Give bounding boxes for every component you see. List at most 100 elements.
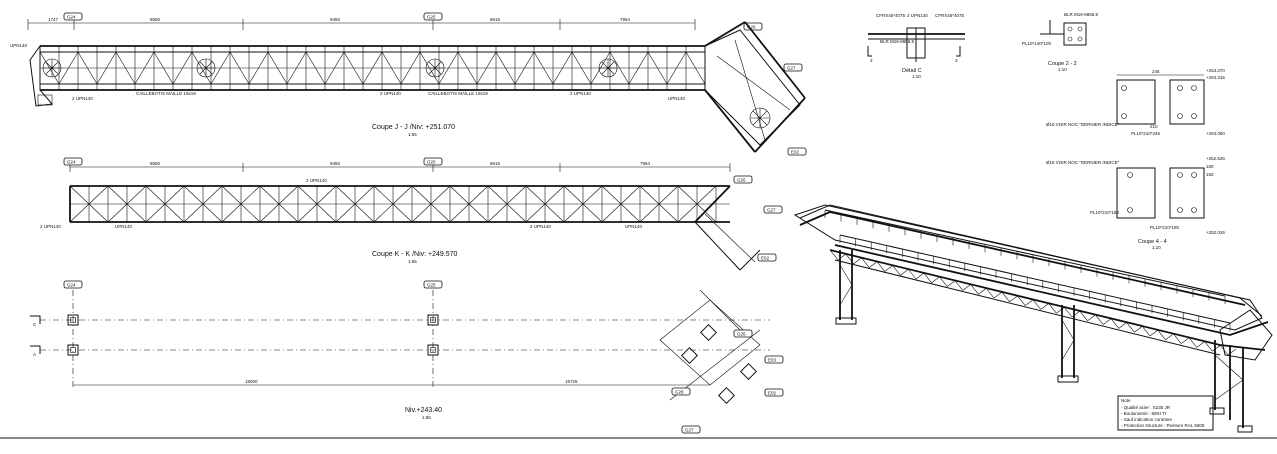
iso-column-3: [1209, 340, 1253, 433]
mid-truss-diagonal: [88, 185, 109, 205]
iso-truss-diagonal: [985, 287, 995, 299]
foundation-caption: Niv.+243.40: [405, 407, 442, 414]
grid-tag-g24-fnd: G24: [63, 280, 83, 289]
notes-line-1: - Qualité acier : S235 JR: [1121, 405, 1171, 410]
mid-truss-diagonal: [354, 185, 375, 205]
iso-truss-diagonal: [853, 257, 862, 265]
coupe33-dim-2: 210: [1150, 124, 1158, 129]
mid-member-5: UPN140: [625, 224, 643, 229]
iso-truss-diagonal: [1079, 310, 1088, 321]
top-dim-4: 6615: [490, 17, 501, 22]
grid-tag-g24-top: G24: [63, 12, 83, 21]
svg-text:G27: G27: [767, 208, 776, 213]
iso-truss-diagonal: [884, 265, 893, 272]
mid-truss-diagonal: [601, 203, 622, 223]
top-dim-5: 7964: [620, 17, 631, 22]
top-truss-diagonal: [77, 51, 98, 85]
mid-truss-diagonal: [69, 203, 90, 223]
section-letter-a: A: [33, 352, 36, 357]
foundation-scale: 1:65: [422, 415, 431, 420]
iso-truss-diagonal: [923, 272, 932, 283]
mid-member-1: 2 UPN140: [40, 224, 61, 229]
svg-text:G26: G26: [737, 178, 746, 183]
svg-text:G24: G24: [67, 15, 76, 20]
grid-tag-g26-top: G26: [743, 22, 763, 31]
fnd-dim-1: 18000: [245, 379, 258, 384]
iso-truss-diagonal: [892, 265, 901, 276]
top-member-grating-2: CAILLEBOTIS MAILLE 19x19: [428, 91, 488, 96]
grating-mark-4: [598, 58, 618, 78]
grid-tag-g25-mid: G25: [423, 157, 443, 166]
grid-tag-e03-fnd: E03: [764, 355, 784, 364]
grid-tag-g27-top: G27: [783, 63, 803, 72]
detail-c-label-2: 2 UPN140: [907, 13, 928, 18]
iso-truss-diagonal: [1141, 325, 1151, 337]
mid-truss-diagonal: [639, 185, 660, 205]
grid-tag-g25-top: G25: [423, 12, 443, 21]
top-truss-diagonal: [666, 51, 687, 85]
coupe-2-2-view: BLR M16-6886.8 PL10*140*100 Coupe 2 - 2 …: [1022, 12, 1099, 72]
coupe44-plate-1: PL10*210*180: [1090, 210, 1120, 215]
mid-member-4: 2 UPN140: [530, 224, 551, 229]
mid-plan-caption: Coupe K - K /Niv: +249.570: [372, 251, 458, 258]
mid-truss-diagonal: [354, 203, 375, 223]
grid-tag-g24-mid: G24: [63, 157, 83, 166]
mid-truss-diagonal: [126, 185, 147, 205]
mid-truss-diagonal: [183, 185, 204, 205]
iso-truss-diagonal: [1056, 306, 1065, 314]
mid-dim-4: 7964: [640, 161, 651, 166]
top-truss-diagonal: [476, 51, 497, 85]
iso-truss-diagonal: [1165, 333, 1174, 341]
mid-truss-diagonal: [677, 185, 698, 205]
iso-truss-diagonal: [1181, 337, 1190, 344]
mid-truss-diagonal: [601, 185, 622, 205]
top-truss-diagonal: [324, 51, 345, 85]
top-dim-1: 1747: [48, 17, 59, 22]
coupe22-scale: 1:10: [1058, 67, 1067, 72]
iso-truss-diagonal: [1149, 329, 1159, 337]
mid-truss-diagonal: [487, 203, 508, 223]
iso-truss-diagonal: [1094, 314, 1104, 325]
mid-truss-diagonal: [316, 203, 337, 223]
svg-text:G25: G25: [427, 15, 436, 20]
top-member-2upn-3: 2 UPN140: [570, 91, 591, 96]
iso-truss-diagonal: [1204, 341, 1213, 352]
mid-truss-diagonal: [430, 185, 451, 205]
svg-text:E02: E02: [791, 150, 800, 155]
mid-truss-diagonal: [259, 185, 280, 205]
mid-truss-diagonal: [240, 185, 261, 205]
rotated-footing-group: [659, 289, 761, 404]
grid-tag-e02-fnd: E02: [764, 388, 784, 397]
coupe44-dim-1: 180: [1206, 164, 1214, 169]
mid-truss-diagonal: [183, 203, 204, 223]
iso-truss-diagonal: [947, 280, 956, 287]
iso-truss-diagonal: [860, 257, 870, 268]
top-truss-diagonal: [381, 51, 402, 85]
iso-truss-diagonal: [1134, 325, 1143, 333]
iso-truss-diagonal: [1048, 303, 1057, 314]
iso-truss-diagonal: [1032, 299, 1042, 310]
coupe22-label-plate: PL10*140*100: [1022, 41, 1052, 46]
mid-truss-diagonal: [620, 203, 641, 223]
isometric-3d-view: [793, 204, 1273, 433]
mid-truss-diagonal: [487, 185, 508, 205]
top-truss-diagonal: [609, 51, 630, 85]
detail-c-label-4: BLR M16-6886.8: [880, 39, 915, 44]
mid-truss-diagonal: [411, 203, 432, 223]
mid-plan-scale: 1:65: [408, 259, 417, 264]
top-truss-diagonal: [514, 51, 535, 85]
detail-c-label-1: CFRX45*4075: [876, 13, 906, 18]
svg-text:E02: E02: [761, 256, 770, 261]
top-truss-diagonal: [457, 51, 478, 85]
mid-truss-diagonal: [297, 203, 318, 223]
mid-truss-diagonal: [107, 203, 128, 223]
mid-truss-diagonal: [240, 203, 261, 223]
svg-text:E03: E03: [768, 358, 777, 363]
mid-truss-diagonal: [544, 203, 565, 223]
mid-member-2: UPN140: [115, 224, 133, 229]
coupe33-elev-2: +253.315: [1206, 75, 1225, 80]
coupe44-elev-2: +252.026: [1206, 230, 1225, 235]
svg-text:G25: G25: [427, 283, 436, 288]
coupe33-note: Ø16 VOIR NOC "DERNIER INDICE": [1046, 122, 1120, 127]
mid-truss-diagonal: [202, 203, 223, 223]
